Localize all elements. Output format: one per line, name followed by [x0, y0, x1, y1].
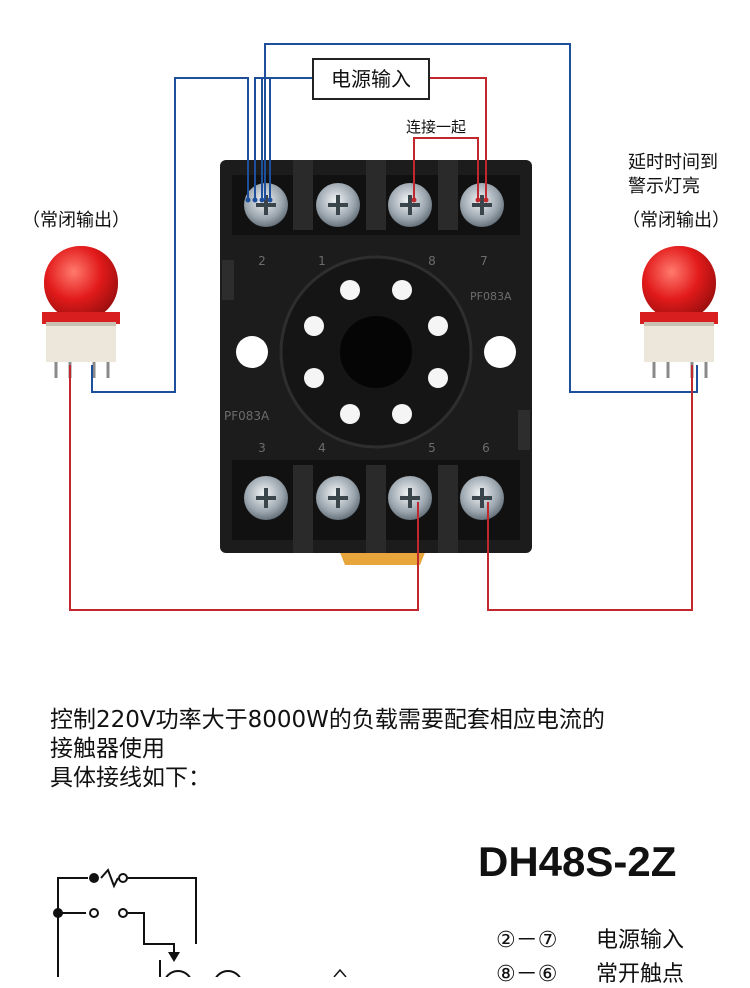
pin-legend-pins: ②－⑦	[496, 928, 558, 953]
left-warning-lamp	[42, 246, 120, 378]
description-line-2: 接触器使用	[50, 736, 165, 762]
pin-legend-row: ⑧－⑥ 常开触点	[496, 956, 684, 988]
wire-power-bundle	[254, 77, 312, 200]
wire-right-lamp-red	[487, 365, 693, 611]
terminal-number-6: 6	[482, 441, 490, 455]
schematic-nodes	[53, 873, 128, 918]
schematic-number-5: 5	[222, 975, 233, 977]
pin-legend-text: 电源输入	[596, 928, 685, 953]
right-delay-label-line2: 警示灯亮	[628, 176, 700, 197]
terminal-number-2: 2	[258, 254, 266, 268]
octal-pin-holes	[304, 280, 448, 424]
mount-hole-left	[236, 336, 268, 368]
terminal-screws-bottom	[244, 476, 504, 520]
mount-hole-right	[484, 336, 516, 368]
center-key-hole	[340, 316, 412, 388]
relay-socket	[220, 160, 532, 553]
power-input-label: 电源输入	[312, 58, 430, 100]
description-text: 控制220V功率大于8000W的负载需要配套相应电流的 接触器使用 具体接线如下…	[50, 706, 605, 793]
red-wires	[69, 77, 693, 611]
terminal-number-4: 4	[318, 441, 326, 455]
description-line-3: 具体接线如下：	[50, 765, 211, 791]
right-output-label: （常闭输出）	[622, 210, 730, 231]
description-line-1: 控制220V功率大于8000W的负载需要配套相应电流的	[50, 707, 605, 733]
blue-wires	[91, 43, 698, 393]
model-title: DH48S-2Z	[478, 838, 677, 885]
socket-model-label: PF083A	[224, 409, 270, 423]
wire-left-lamp	[91, 77, 249, 393]
pin-legend-row: ②－⑦ 电源输入	[496, 922, 684, 954]
pin-legend-pins: ⑧－⑥	[496, 962, 558, 987]
wire-right-lamp	[264, 43, 698, 393]
pin-legend-text: 常开触点	[596, 962, 685, 987]
terminal-number-7: 7	[480, 254, 488, 268]
socket-model-side-label: PF083A	[470, 290, 512, 303]
schematic-diagram	[57, 868, 197, 977]
right-warning-lamp	[640, 246, 718, 378]
terminal-number-1: 1	[318, 254, 326, 268]
wire-jumper-8-7	[413, 137, 479, 200]
schematic-arrow	[168, 952, 180, 962]
right-delay-label-line1: 延时时间到	[628, 152, 718, 173]
terminal-number-3: 3	[258, 441, 266, 455]
wire-power-red	[430, 77, 487, 200]
terminal-number-8: 8	[428, 254, 436, 268]
connect-together-label: 连接一起	[406, 118, 467, 136]
wire-left-lamp-red	[69, 365, 419, 611]
left-output-label: （常闭输出）	[22, 210, 130, 231]
terminal-number-5: 5	[428, 441, 436, 455]
schematic-number-4: 4	[172, 975, 183, 977]
terminal-numbers: 2 1 8 7 3 4 5 6	[258, 254, 490, 455]
